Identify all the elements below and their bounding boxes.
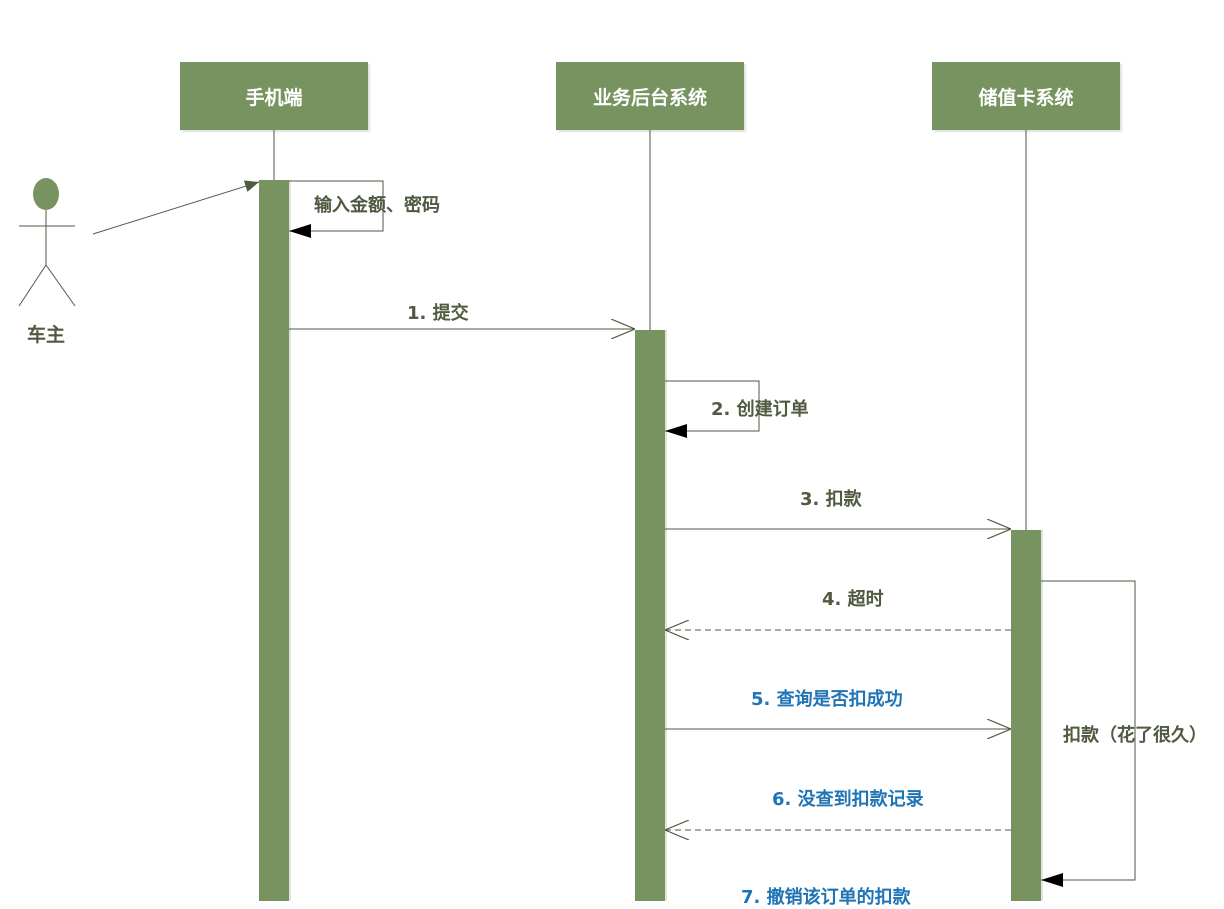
message-4-label: 4. 超时: [822, 589, 884, 610]
participant-phone-label: 手机端: [245, 86, 303, 109]
stick-figure-icon: [18, 178, 76, 307]
self-message-card-arrow: [1041, 580, 1136, 887]
activation-card: [1011, 530, 1041, 901]
message-actor-arrow: [92, 180, 260, 235]
message-5-label: 5. 查询是否扣成功: [751, 689, 903, 710]
message-7-label: 7. 撤销该订单的扣款: [741, 887, 911, 908]
self-message-phone-arrow: [289, 180, 384, 238]
actor-label: 车主: [27, 324, 66, 346]
self-message-phone-label: 输入金额、密码: [314, 195, 440, 216]
self-message-backend-arrow: [665, 380, 760, 438]
message-6-label: 6. 没查到扣款记录: [772, 789, 924, 810]
message-1-label: 1. 提交: [407, 303, 469, 324]
message-2-label: 2. 创建订单: [711, 399, 809, 420]
activation-phone: [259, 180, 289, 901]
participant-backend-label: 业务后台系统: [592, 86, 707, 109]
participant-phone: 手机端: [180, 62, 368, 130]
participant-card: 储值卡系统: [932, 62, 1120, 130]
message-3-label: 3. 扣款: [800, 489, 862, 510]
activation-backend: [635, 330, 665, 901]
participant-backend: 业务后台系统: [556, 62, 744, 130]
participant-card-label: 储值卡系统: [978, 86, 1074, 109]
self-message-card-label: 扣款（花了很久）: [1063, 725, 1207, 746]
